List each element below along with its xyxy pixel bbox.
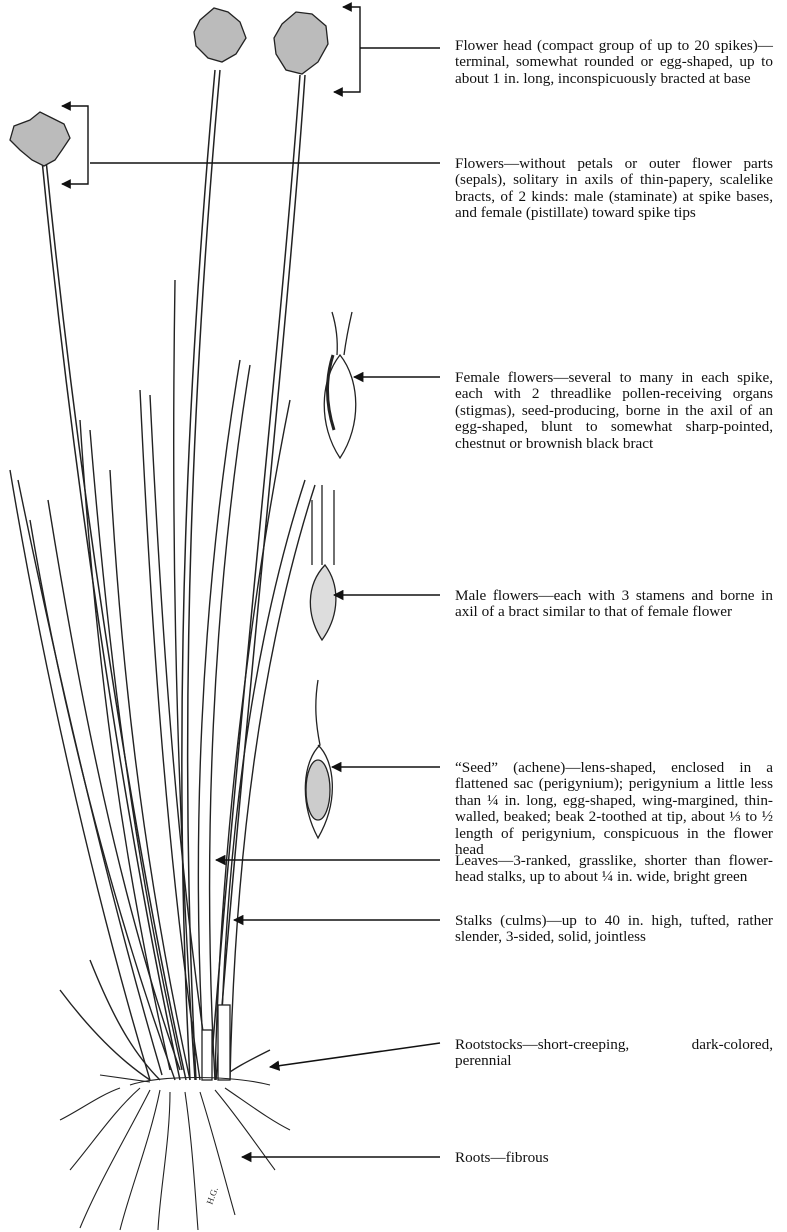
seed-drawing [305,680,332,838]
male-flower-drawing [310,485,336,640]
label-flower-head: Flower head (compact group of up to 20 s… [455,38,773,87]
female-flower-drawing [324,312,356,458]
label-flowers: Flowers—without petals or outer flower p… [455,156,773,222]
leader-lines [90,48,440,1157]
label-leaves: Leaves—3-ranked, grasslike, shorter than… [455,853,773,886]
roots-drawing [60,1075,290,1230]
plant-leaves [10,280,315,1080]
label-female-flowers: Female flowers—several to many in each s… [455,370,773,452]
label-rootstocks: Rootstocks—short-creeping, dark-colored,… [455,1037,773,1070]
artist-initials: H.G. [204,1186,219,1206]
label-seed: “Seed” (achene)—lens-shaped, enclosed in… [455,760,773,858]
label-roots: Roots—fibrous [455,1150,773,1166]
label-stalks: Stalks (culms)—up to 40 in. high, tufted… [455,913,773,946]
flower-head-drawings [10,8,328,166]
flower-stalks [42,70,305,1080]
label-male-flowers: Male flowers—each with 3 stamens and bor… [455,588,773,621]
